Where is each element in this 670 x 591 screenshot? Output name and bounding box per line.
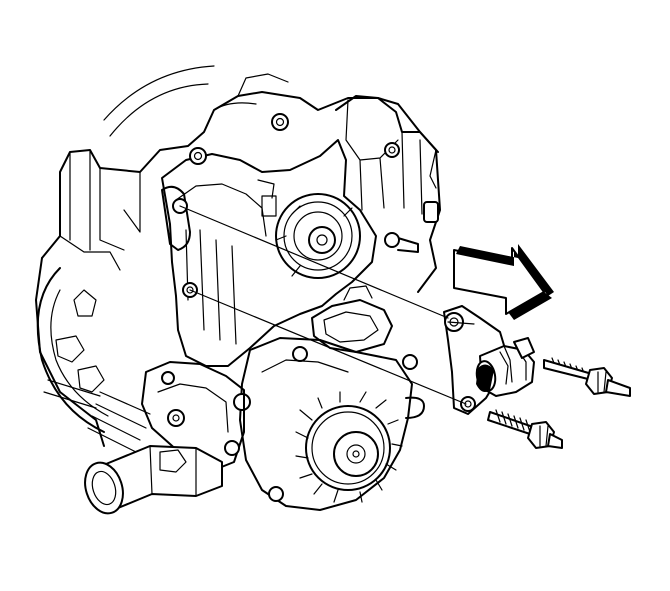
lower-bolt (487, 409, 563, 449)
timing-cover (161, 113, 419, 367)
water-pump (233, 337, 425, 511)
upper-bolt (543, 357, 631, 397)
alignment-lines (179, 205, 475, 405)
coolant-outlet-pipe (84, 445, 223, 515)
bracket-with-connector (443, 305, 535, 415)
mount-pad (311, 285, 393, 353)
direction-arrow (453, 244, 554, 320)
lower-housing (141, 361, 245, 471)
